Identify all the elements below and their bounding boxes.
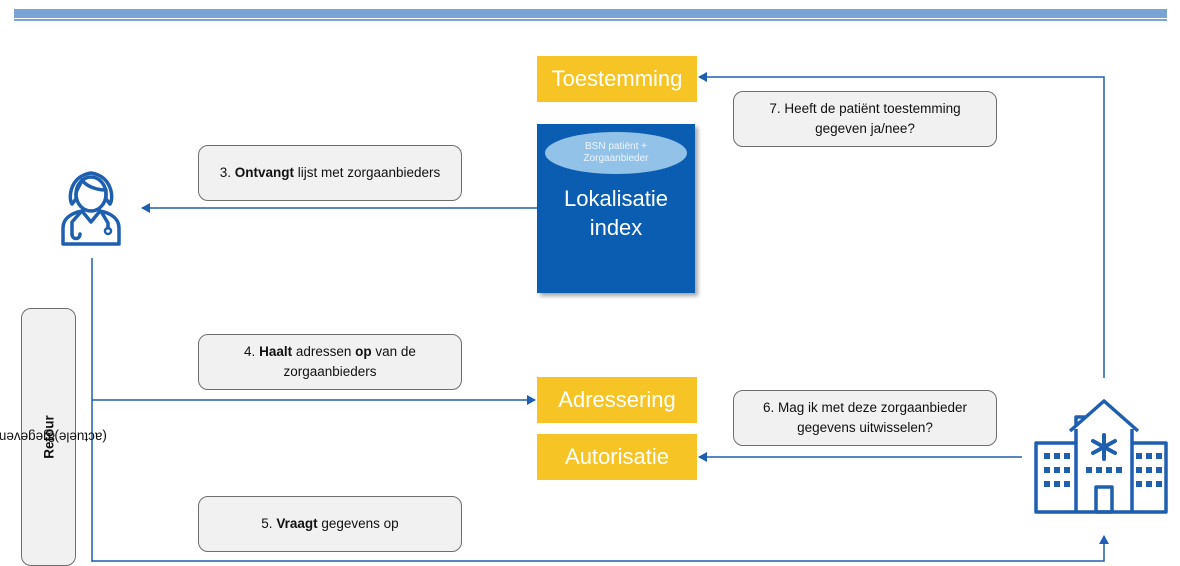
adressering-box: Adressering — [537, 377, 697, 423]
doctor-icon — [61, 171, 121, 246]
step-3-note: 3. Ontvangt lijst met zorgaanbieders — [198, 145, 462, 201]
step-5-note: 5. Vraagt gegevens op — [198, 496, 462, 552]
toestemming-label: Toestemming — [551, 66, 683, 91]
autorisatie-box: Autorisatie — [537, 434, 697, 480]
step-3-num: 3. — [219, 165, 231, 180]
step-3-rest: lijst met zorgaanbieders — [293, 165, 441, 180]
autorisatie-label: Autorisatie — [565, 444, 669, 469]
step-6-line1: 6. Mag ik met deze zorgaanbieder — [762, 400, 968, 415]
step-6-line2: gegevens uitwisselen? — [797, 420, 933, 435]
step-6-note: 6. Mag ik met deze zorgaanbieder gegeven… — [733, 390, 997, 446]
step-5-bold: Vraagt — [276, 516, 318, 531]
toestemming-box: Toestemming — [537, 56, 697, 102]
header-rule — [14, 19, 1167, 21]
title-line1: Lokalisatie — [564, 186, 668, 211]
step-4-note: 4. Haalt adressen op van de zorgaanbiede… — [198, 334, 462, 390]
oval-line2: Zorgaanbieder — [583, 153, 649, 164]
step-4-mid: adressen — [292, 344, 356, 359]
step-7-line2: gegeven ja/nee? — [815, 121, 915, 136]
header-bar — [14, 9, 1167, 18]
lokalisatie-title: Lokalisatie index — [537, 184, 695, 242]
step-4-rest: van de — [371, 344, 416, 359]
step-8-rest: (actuele) gegevens — [0, 429, 106, 445]
step-5-num: 5. — [261, 516, 273, 531]
step-3-bold: Ontvangt — [234, 165, 294, 180]
arrow-to-hospital — [92, 535, 1109, 562]
step-4-bold1: Haalt — [259, 344, 293, 359]
title-line2: index — [589, 215, 643, 240]
bsn-oval: BSN patiënt + Zorgaanbieder — [545, 132, 687, 174]
step-8-note: 8. Retour (actuele) gegevens — [0, 308, 106, 566]
step-4-line2: zorgaanbieders — [283, 364, 377, 379]
lokalisatie-index-box: BSN patiënt + Zorgaanbieder Lokalisatie … — [537, 124, 695, 293]
step-7-note: 7. Heeft de patiënt toestemming gegeven … — [733, 91, 997, 147]
hospital-icon — [1034, 399, 1168, 514]
adressering-label: Adressering — [558, 387, 676, 412]
step-7-line1: 7. Heeft de patiënt toestemming — [769, 101, 961, 116]
step-4-bold2: op — [355, 344, 372, 359]
oval-line1: BSN patiënt + — [585, 141, 647, 152]
step-4-num: 4. — [244, 344, 256, 359]
step-5-rest: gegevens op — [317, 516, 399, 531]
arrow-hospital-to-toestemming — [698, 72, 1105, 378]
